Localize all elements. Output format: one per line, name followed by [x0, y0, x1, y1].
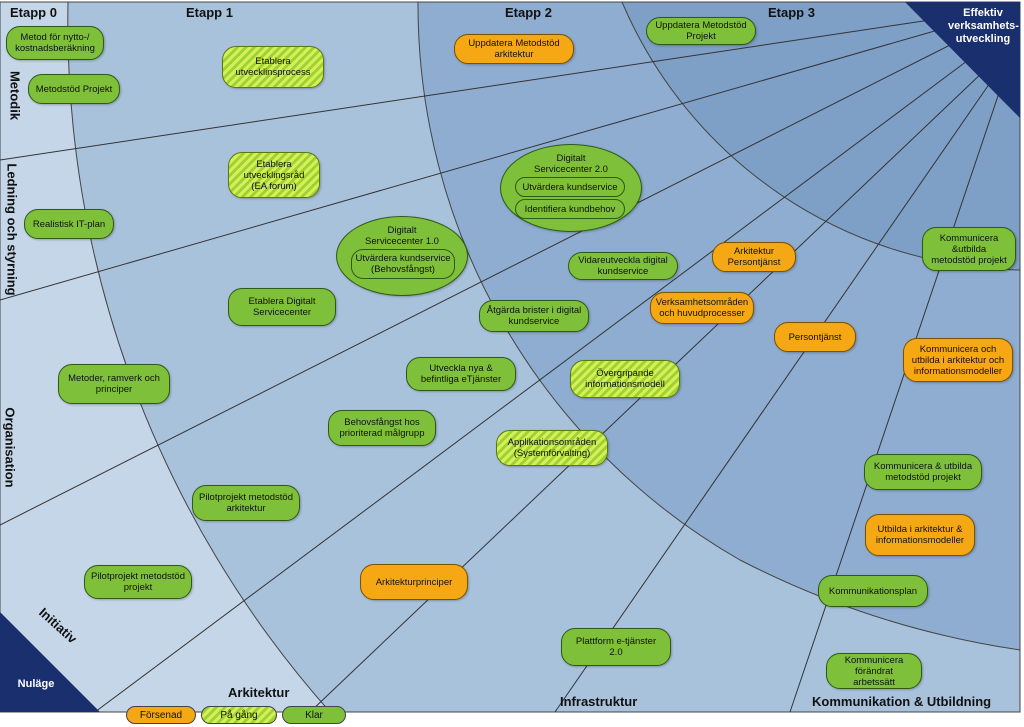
legend-delayed: Försenad	[126, 706, 196, 724]
node-etablera-utvecklinsprocess[interactable]: Etablera utvecklinsprocess	[222, 46, 324, 88]
area-label-kommunikation: Kommunikation & Utbildning	[812, 694, 992, 709]
stage-label-1: Etapp 1	[186, 5, 233, 20]
legend-ongoing: På gång	[201, 706, 277, 724]
current-corner	[0, 612, 100, 712]
node-kommunicera-utbilda-arkitektur[interactable]: Kommunicera och utbilda i arkitektur och…	[903, 338, 1013, 382]
node-verksamhetsomraden[interactable]: Verksamhetsområden och huvudprocesser	[650, 292, 754, 324]
node-arkitektur-persontjanst[interactable]: Arkitektur Persontjänst	[712, 242, 796, 272]
node-uppdatera-metodstod-projekt[interactable]: Uppdatera Metodstöd Projekt	[646, 17, 756, 45]
node-utvardera-kundservice[interactable]: Utvärdera kundservice	[515, 177, 625, 197]
area-label-infrastruktur: Infrastruktur	[560, 694, 638, 709]
node-kommunicera-utbilda-metodstod-2[interactable]: Kommunicera & utbilda metodstöd projekt	[864, 454, 982, 490]
servicecenter-2-title: Digitalt Servicecenter 2.0	[534, 153, 608, 175]
node-identifiera-kundbehov[interactable]: Identifiera kundbehov	[515, 199, 625, 219]
area-label-metodik: Metodik	[7, 70, 23, 121]
node-arkitekturprinciper[interactable]: Arkitekturprinciper	[360, 564, 468, 600]
goal-line-1: Effektiv	[963, 7, 1003, 19]
node-utveckla-etjanster[interactable]: Utveckla nya & befintliga eTjänster	[406, 357, 516, 391]
area-label-organisation: Organisation	[2, 407, 18, 488]
current-label: Nuläge	[17, 678, 55, 690]
node-pilotprojekt-arkitektur[interactable]: Pilotprojekt metodstöd arkitektur	[192, 485, 300, 521]
node-vidareutveckla-digital-kundservice[interactable]: Vidareutveckla digital kundservice	[568, 252, 678, 280]
node-realistisk-it-plan[interactable]: Realistisk IT-plan	[24, 209, 114, 239]
node-overgripande-informationsmodell[interactable]: Övergripande informationsmodell	[570, 360, 680, 398]
stage-label-2: Etapp 2	[505, 5, 552, 20]
node-utvardera-kundservice-behovsfangst[interactable]: Utvärdera kundservice (Behovsfångst)	[351, 249, 455, 279]
node-etablera-utvecklingsrad[interactable]: Etablera utvecklingsråd (EA forum)	[228, 152, 320, 198]
node-kommunicera-forandrat-arbetssatt[interactable]: Kommunicera förändrat arbetssätt	[826, 653, 922, 689]
goal-line-3: utveckling	[955, 33, 1011, 45]
goal-corner	[905, 2, 1020, 118]
node-metoder-ramverk[interactable]: Metoder, ramverk och principer	[58, 364, 170, 404]
node-pilotprojekt-projekt[interactable]: Pilotprojekt metodstöd projekt	[84, 565, 192, 599]
node-behovsfangst[interactable]: Behovsfångst hos prioriterad målgrupp	[328, 410, 436, 446]
stage-label-0: Etapp 0	[10, 5, 57, 20]
legend-done: Klar	[282, 706, 346, 724]
node-kommunicera-utbilda-metodstod-1[interactable]: Kommunicera &utbilda metodstöd projekt	[922, 227, 1016, 271]
stage-label-3: Etapp 3	[768, 5, 815, 20]
node-persontjanst[interactable]: Persontjänst	[774, 322, 856, 352]
node-atgarda-brister[interactable]: Åtgärda brister i digital kundservice	[479, 300, 589, 332]
node-applikationsomraden[interactable]: Applikationsområden (Systemförvalting)	[496, 430, 608, 466]
area-label-ledning: Ledning och styrning	[4, 163, 20, 296]
servicecenter-1-title: Digitalt Servicecenter 1.0	[365, 225, 439, 247]
area-label-arkitektur: Arkitektur	[228, 685, 290, 700]
node-metodstod-projekt[interactable]: Metodstöd Projekt	[28, 74, 120, 104]
node-etablera-digitalt-servicecenter[interactable]: Etablera Digitalt Servicecenter	[228, 288, 336, 326]
goal-line-2: verksamhets-	[948, 20, 1019, 32]
ellipse-servicecenter-2[interactable]: Digitalt Servicecenter 2.0 Utvärdera kun…	[500, 144, 642, 232]
node-plattform-etjanster[interactable]: Plattform e-tjänster 2.0	[561, 628, 671, 666]
node-kommunikationsplan[interactable]: Kommunikationsplan	[818, 575, 928, 607]
node-utbilda-arkitektur[interactable]: Utbilda i arkitektur & informationsmodel…	[865, 514, 975, 556]
goal-label: Effektiv verksamhets- utveckling	[948, 7, 1019, 46]
ellipse-servicecenter-1[interactable]: Digitalt Servicecenter 1.0 Utvärdera kun…	[336, 216, 468, 296]
node-metod-nytto[interactable]: Metod för nytto-/ kostnadsberäkning	[6, 26, 104, 60]
node-uppdatera-metodstod-arkitektur[interactable]: Uppdatera Metodstöd arkitektur	[454, 34, 574, 64]
